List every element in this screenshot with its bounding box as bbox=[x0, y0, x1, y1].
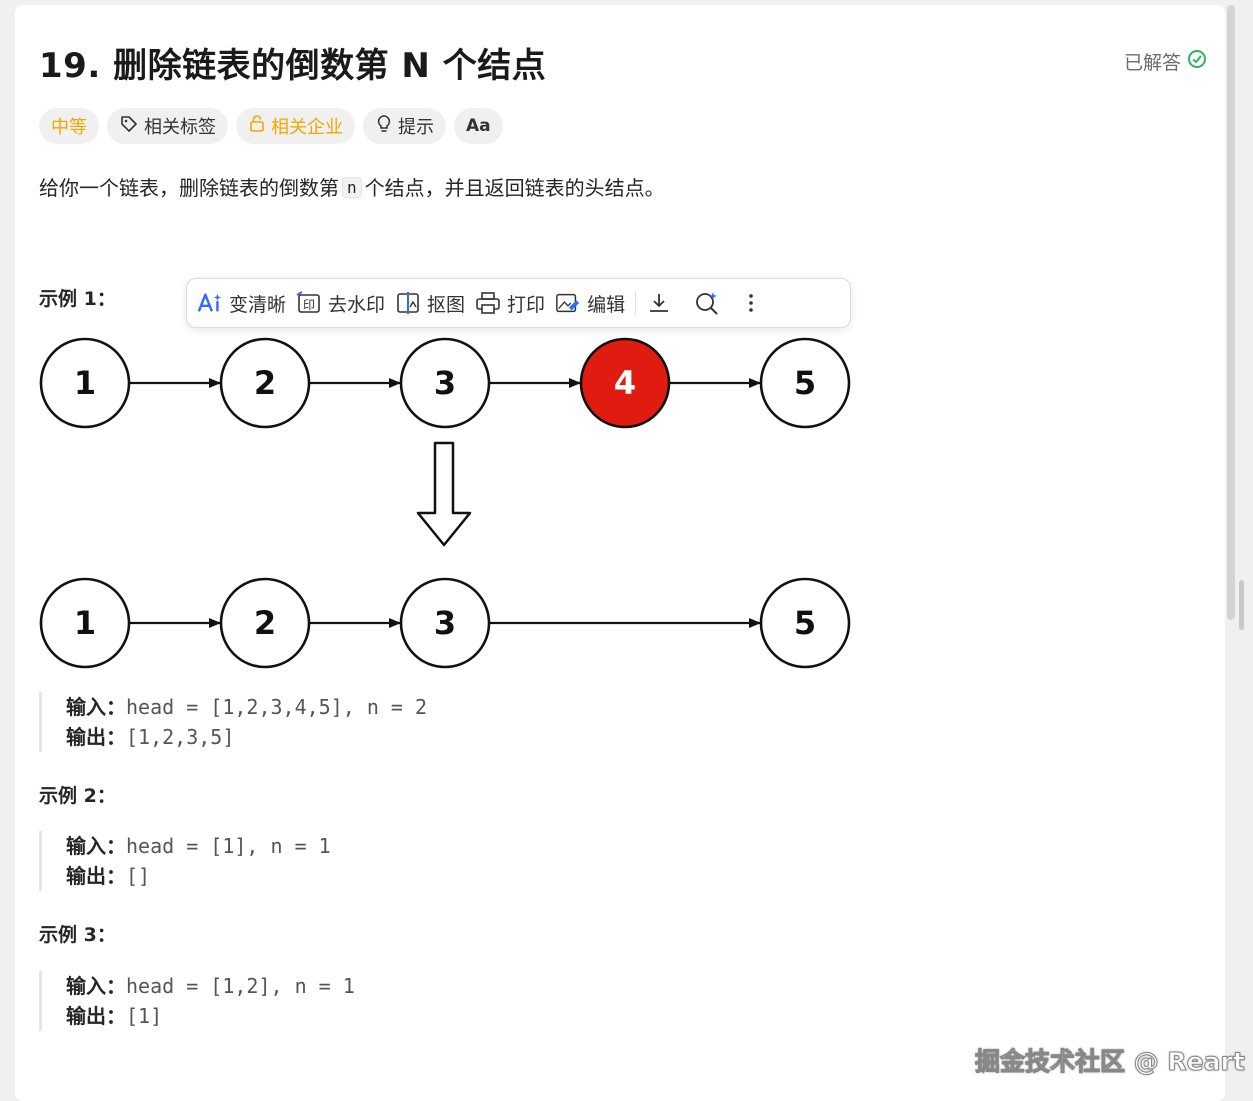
description-text-2: 个结点，并且返回链表的头结点。 bbox=[364, 176, 665, 200]
tag-icon bbox=[119, 114, 139, 139]
edit-button[interactable]: 编辑 bbox=[555, 290, 625, 317]
top-list-node bbox=[39, 337, 131, 429]
top-list-node bbox=[759, 337, 851, 429]
smart-search-icon[interactable] bbox=[694, 290, 720, 316]
cutout-label: 抠图 bbox=[427, 293, 466, 316]
stamp-icon: 印 bbox=[296, 290, 322, 316]
example-1-title: 示例 1： bbox=[39, 288, 116, 310]
bottom-list-node-label: 5 bbox=[794, 604, 816, 642]
cutout-icon bbox=[395, 290, 421, 316]
tag-bar: 中等 相关标签 相关企业 提示 Aa bbox=[39, 108, 503, 144]
input-label: 输入： bbox=[66, 695, 126, 719]
scrollbar[interactable] bbox=[1227, 5, 1235, 620]
download-icon[interactable] bbox=[646, 290, 672, 316]
lock-icon bbox=[248, 114, 266, 139]
remove-watermark-label: 去水印 bbox=[328, 293, 386, 316]
edit-label: 编辑 bbox=[587, 293, 626, 316]
top-list-node-label: 2 bbox=[254, 364, 276, 402]
top-list-node-label: 4 bbox=[614, 364, 636, 402]
example-1-block: 输入：head = [1,2,3,4,5], n = 2 输出：[1,2,3,5… bbox=[39, 692, 427, 752]
top-list-node bbox=[219, 337, 311, 429]
related-companies-label: 相关企业 bbox=[271, 117, 343, 138]
input-value: head = [1,2], n = 1 bbox=[126, 974, 355, 998]
bottom-list-node bbox=[39, 577, 131, 669]
example-3-block: 输入：head = [1,2], n = 1 输出：[1] bbox=[39, 971, 355, 1031]
image-toolbar: 变清晰 印 去水印 抠图 打印 编辑 bbox=[186, 278, 851, 328]
problem-panel bbox=[15, 5, 1225, 1101]
related-tags-button[interactable]: 相关标签 bbox=[107, 108, 228, 144]
related-companies-button[interactable]: 相关企业 bbox=[236, 108, 355, 144]
bottom-list-node bbox=[399, 577, 491, 669]
remove-watermark-button[interactable]: 印 去水印 bbox=[296, 290, 385, 317]
top-list-node bbox=[579, 337, 671, 429]
output-label: 输出： bbox=[66, 725, 126, 749]
print-label: 打印 bbox=[507, 293, 546, 316]
input-value: head = [1], n = 1 bbox=[126, 834, 331, 858]
lightbulb-icon bbox=[375, 114, 393, 139]
toolbar-divider bbox=[635, 291, 637, 315]
example-3-title: 示例 3： bbox=[39, 924, 116, 946]
output-value: [1] bbox=[126, 1004, 163, 1028]
bottom-list-node-label: 2 bbox=[254, 604, 276, 642]
check-circle-icon bbox=[1187, 49, 1207, 74]
bottom-list-node-label: 3 bbox=[434, 604, 456, 642]
hint-button[interactable]: 提示 bbox=[363, 108, 446, 144]
bottom-list-node-label: 1 bbox=[74, 604, 96, 642]
linked-list-diagram: 1 2 3 4 5 1 2 3 5 bbox=[39, 337, 851, 669]
outer-scrollbar[interactable] bbox=[1239, 580, 1244, 630]
site-watermark: 掘金技术社区 @ Reart bbox=[975, 1047, 1246, 1077]
enhance-label: 变清晰 bbox=[229, 293, 287, 316]
solved-status: 已解答 bbox=[1124, 48, 1207, 75]
example-2-title: 示例 2： bbox=[39, 785, 116, 807]
inline-code-n: n bbox=[342, 177, 362, 198]
top-list-node-label: 1 bbox=[74, 364, 96, 402]
more-options-icon[interactable] bbox=[738, 290, 764, 316]
hint-label: 提示 bbox=[398, 117, 434, 138]
input-label: 输入： bbox=[66, 974, 126, 998]
font-size-button[interactable]: Aa bbox=[454, 108, 503, 144]
input-value: head = [1,2,3,4,5], n = 2 bbox=[126, 695, 428, 719]
bottom-list-node bbox=[759, 577, 851, 669]
print-button[interactable]: 打印 bbox=[475, 290, 545, 317]
related-tags-label: 相关标签 bbox=[144, 117, 216, 138]
bottom-list: 1 2 3 5 bbox=[39, 577, 851, 669]
top-list-node bbox=[399, 337, 491, 429]
down-arrow bbox=[416, 441, 472, 547]
output-value: [] bbox=[126, 864, 151, 888]
difficulty-label: 中等 bbox=[51, 117, 87, 138]
svg-text:印: 印 bbox=[303, 298, 315, 312]
bottom-list-node bbox=[219, 577, 311, 669]
font-icon: Aa bbox=[466, 116, 491, 136]
description-text-1: 给你一个链表，删除链表的倒数第 bbox=[39, 176, 339, 200]
top-list-node-label: 5 bbox=[794, 364, 816, 402]
input-label: 输入： bbox=[66, 834, 126, 858]
solved-label: 已解答 bbox=[1124, 52, 1182, 74]
printer-icon bbox=[475, 290, 501, 316]
top-list: 1 2 3 4 5 bbox=[39, 337, 851, 429]
cutout-button[interactable]: 抠图 bbox=[395, 290, 465, 317]
difficulty-tag[interactable]: 中等 bbox=[39, 108, 99, 144]
output-label: 输出： bbox=[66, 864, 126, 888]
output-label: 输出： bbox=[66, 1004, 126, 1028]
output-value: [1,2,3,5] bbox=[126, 725, 235, 749]
image-edit-icon bbox=[555, 290, 581, 316]
top-list-node-label: 3 bbox=[434, 364, 456, 402]
problem-title: 19. 删除链表的倒数第 N 个结点 bbox=[39, 46, 547, 86]
example-2-block: 输入：head = [1], n = 1 输出：[] bbox=[39, 831, 331, 891]
ai-sparkle-icon bbox=[197, 290, 223, 316]
enhance-button[interactable]: 变清晰 bbox=[197, 290, 286, 317]
